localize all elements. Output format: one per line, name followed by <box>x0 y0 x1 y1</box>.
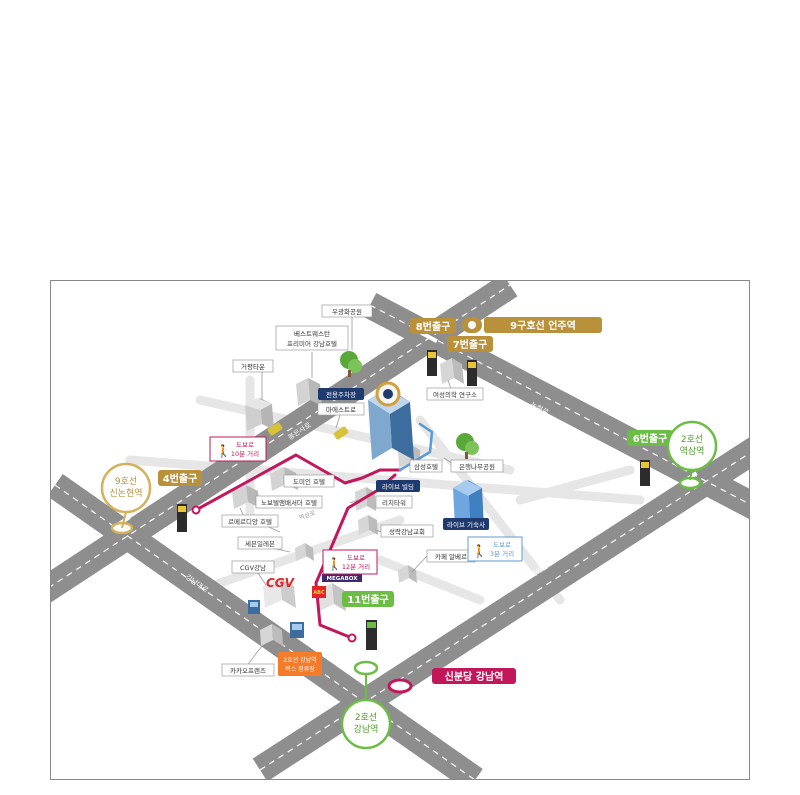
exit-badge-6: 6번출구 <box>633 432 668 445</box>
label-dormy: 도미인 호텔 <box>293 477 325 486</box>
exit-pillar-icon <box>177 504 187 532</box>
exit-pillar-icon <box>640 460 650 486</box>
svg-text:2호선: 2호선 <box>681 434 703 445</box>
svg-text:신논현역: 신논현역 <box>109 488 142 499</box>
label-park: 우광화공원 <box>332 307 362 316</box>
bus-stop-icon <box>248 600 304 638</box>
label-bus-line1: 2호선 강남역 <box>283 656 316 664</box>
svg-text:2호선: 2호선 <box>355 712 377 723</box>
walk-exit11-mode: 도보로 <box>347 554 365 562</box>
building-cafe <box>398 565 417 583</box>
megabox-logo: MEGABOX <box>327 576 359 582</box>
walk-yeoksam-mode: 도보로 <box>493 541 511 549</box>
car-icon <box>267 422 283 436</box>
station-eonju: 9구호선 언주역 <box>510 319 576 332</box>
walk-exit4-mode: 도보로 <box>236 441 254 449</box>
station-badge-sinnonhyeon: 9호선 신논현역 <box>100 462 152 529</box>
walk-callout-exit11: 🚶 도보로 12분 거리 <box>322 549 378 575</box>
walk-yeoksam-detail: 3분 거리 <box>490 549 514 558</box>
label-seven: 세븐일레븐 <box>245 539 275 548</box>
label-live-dorm: 라이브 기숙사 <box>447 520 485 529</box>
exit-pillars <box>177 350 650 650</box>
tree-icon <box>340 351 362 377</box>
label-geopyeong: 거평타운 <box>241 362 265 371</box>
cgv-logo: CGV <box>266 576 296 590</box>
station-badge-gangnam: 2호선 강남역 <box>340 674 392 750</box>
exit-badge-7: 7번출구 <box>453 338 488 351</box>
building-geopyeong <box>245 398 274 431</box>
location-pin-icon <box>375 381 401 407</box>
station-badge-yeoksam: 2호선 역삼역 <box>666 420 718 481</box>
label-elcasa: 르메르디앙 호텔 <box>228 517 272 526</box>
label-bestwestern-line1: 베스트웨스턴 <box>294 329 330 338</box>
label-kakao: 카카오프렌즈 <box>230 666 266 675</box>
walk-callout-exit4: 🚶 도보로 10분 거리 <box>209 436 267 462</box>
tree-icons <box>340 351 479 459</box>
building-kakao <box>260 624 283 646</box>
svg-text:9호선: 9호선 <box>115 476 137 487</box>
label-research: 여성의학 연구소 <box>433 390 477 399</box>
walk-icon: 🚶 <box>216 444 231 458</box>
exit-pillar-icon <box>467 360 477 386</box>
label-bus-line2: 버스 정류장 <box>285 665 315 673</box>
walk-icon: 🚶 <box>327 557 342 571</box>
exit-pillar-icon <box>366 620 377 650</box>
walk-exit11-detail: 12분 거리 <box>342 562 370 571</box>
label-bestwestern-line2: 프리미어 강남호텔 <box>287 339 337 348</box>
building-seven <box>295 543 314 561</box>
label-church: 성락강남교회 <box>389 527 425 536</box>
label-cgv: CGV강남 <box>240 563 266 572</box>
walk-exit4-detail: 10분 거리 <box>231 449 259 458</box>
label-mayestro: 마에스트로 <box>326 405 356 414</box>
road-label-yeoksam: 역삼로 <box>298 509 317 522</box>
walk-icon: 🚶 <box>472 544 487 558</box>
exit-badge-4: 4번출구 <box>163 472 198 485</box>
exit-badge-11: 11번출구 <box>347 593 389 606</box>
building-research <box>440 358 464 384</box>
exit-pillar-icon <box>427 350 437 376</box>
car-icon <box>333 426 349 440</box>
label-riche: 리치타워 <box>382 498 406 507</box>
label-parking: 전용주차장 <box>326 390 356 399</box>
walk-callout-yeoksam: 🚶 도보로 3분 거리 <box>467 536 523 562</box>
station-sinbundang: 신분당 강남역 <box>445 670 504 683</box>
svg-text:강남역: 강남역 <box>354 724 379 735</box>
label-ginkgo-park: 은행나무공원 <box>459 462 495 471</box>
label-novotel: 노보텔앰배서더 호텔 <box>261 498 317 507</box>
building-live-dorm <box>453 480 484 528</box>
label-samil: 삼성호텔 <box>414 462 438 471</box>
subway-icon <box>468 321 476 329</box>
label-cafe: 카페 알베르 <box>435 552 467 561</box>
svg-text:역삼역: 역삼역 <box>680 446 705 457</box>
car-icons <box>267 422 349 440</box>
exit-badge-8: 8번출구 <box>416 320 451 333</box>
route-from-exit4 <box>194 453 402 512</box>
label-live-building: 라이브 빌딩 <box>382 482 414 491</box>
abc-logo: ABC <box>313 590 325 596</box>
building-cgv <box>263 578 296 608</box>
tree-icon <box>456 433 479 459</box>
